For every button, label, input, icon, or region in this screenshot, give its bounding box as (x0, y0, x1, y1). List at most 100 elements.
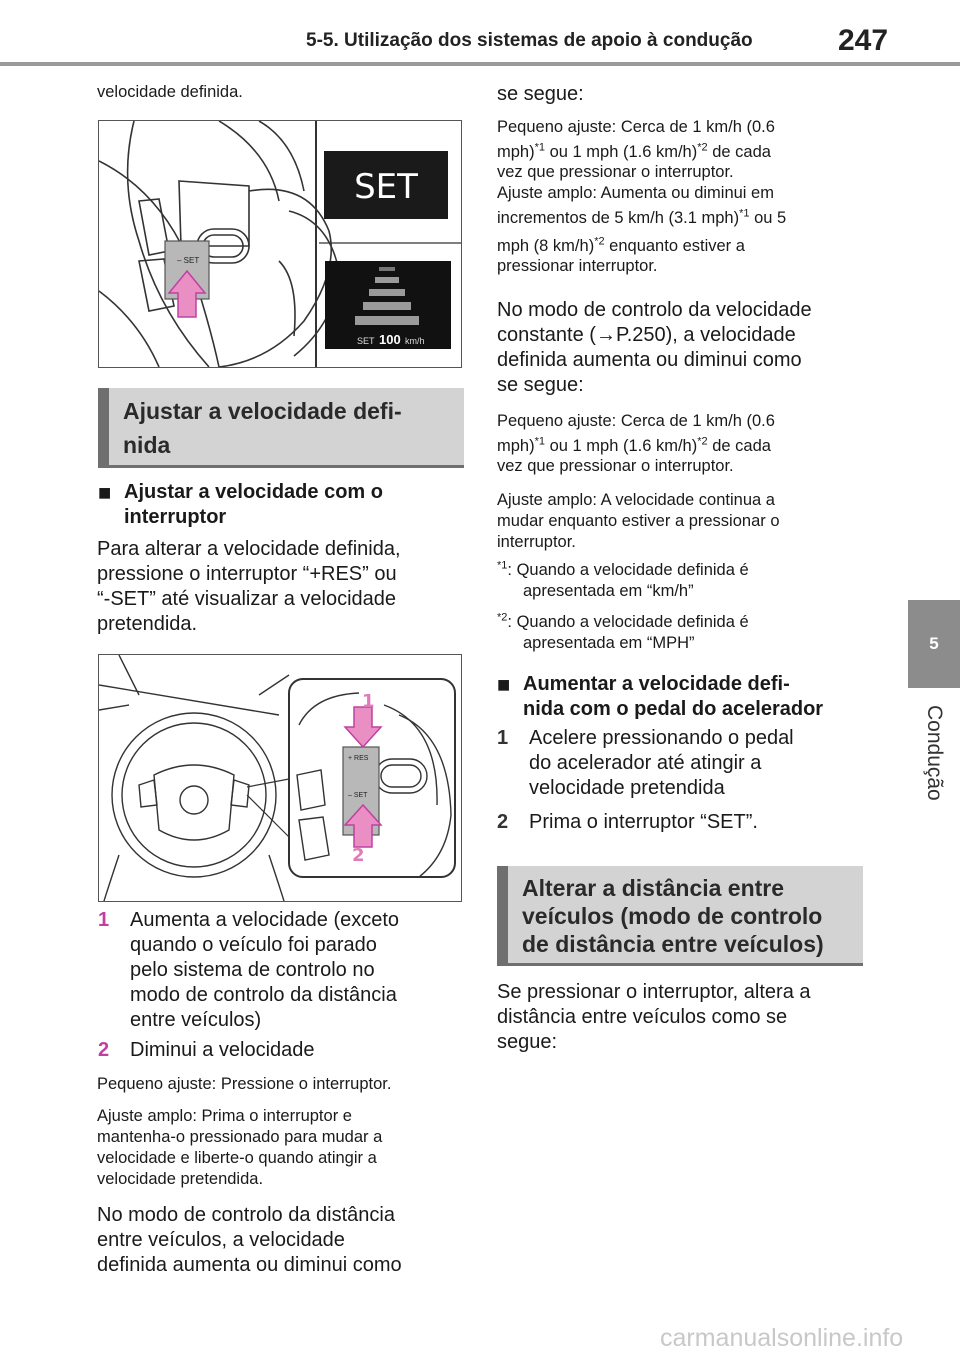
text-line: Ajuste amplo: A velocidade continua a (497, 491, 775, 509)
para-line: segue: (497, 1031, 558, 1053)
para-line: pressione o interruptor “+RES” ou (97, 563, 397, 585)
figure-steering-illustration: + RES – SET 1 2 (98, 654, 456, 902)
text-line: velocidade e liberte-o quando atingir a (97, 1149, 377, 1167)
subheading-line1: Ajustar a velocidade com o (124, 481, 383, 503)
paragraph-change-speed: Para alterar a velocidade definida, pres… (97, 537, 477, 637)
section-heading-adjust-speed: Ajustar a velocidade defi- nida (98, 388, 464, 468)
step-line: quando o veículo foi parado (130, 934, 377, 956)
para-line: “-SET” até visualizar a velocidade (97, 588, 397, 610)
speed-value: 100 (379, 332, 401, 347)
fine-adjust-block-1: Pequeno ajuste: Cerca de 1 km/h (0.6 mph… (497, 116, 877, 276)
footnote-mark: *2 (497, 611, 508, 624)
intro-text: velocidade definida. (97, 83, 243, 101)
step-line: pelo sistema de controlo no (130, 959, 375, 981)
text-line: interruptor. (497, 533, 576, 551)
large-adjust-block-2: Ajuste amplo: A velocidade continua a mu… (497, 490, 877, 553)
text-run: de cada (707, 437, 771, 455)
set-display (324, 151, 448, 219)
bullet-square-icon: ■ (497, 672, 511, 697)
text-line: velocidade pretendida. (97, 1170, 264, 1188)
callout-2: 2 (352, 845, 365, 866)
figure-res-set-switch: + RES – SET 1 2 (98, 654, 462, 902)
subheading-line2: nida com o pedal do acelerador (523, 698, 824, 720)
bullet-square-icon: ■ (98, 480, 112, 505)
continued-text: se segue: (497, 83, 584, 105)
para-line: Para alterar a velocidade definida, (97, 538, 401, 560)
text-line: vez que pressionar o interruptor. (497, 163, 734, 181)
footnote-1: *1: Quando a velocidade definida é apres… (497, 560, 877, 602)
text-line: mantenha-o pressionado para mudar a (97, 1128, 383, 1146)
text-run: de cada (707, 143, 771, 161)
text-line: Pequeno ajuste: Cerca de 1 km/h (0.6 (497, 412, 775, 430)
step-line: Diminui a velocidade (130, 1039, 315, 1061)
paragraph-distance-switch: Se pressionar o interruptor, altera a di… (497, 980, 877, 1055)
step-line: entre veículos) (130, 1009, 262, 1031)
text-run: mph (8 km/h) (497, 237, 595, 255)
fig2-set-label: – SET (348, 792, 368, 799)
text-line: incrementos de 5 km/h (3.1 mph)*1 ou 5 (497, 207, 877, 229)
footnote-ref: *1 (534, 435, 545, 448)
accel-step-2-number: 2 (497, 811, 509, 833)
text-line: pressionar interruptor. (497, 257, 658, 275)
fig2-res-label: + RES (348, 755, 369, 762)
figure-set-switch: – SET SET SET 100 km/h (98, 120, 462, 368)
paragraph-constant-mode: No modo de controlo da velocidade consta… (497, 298, 877, 398)
step-line: velocidade pretendida (529, 777, 725, 799)
text-line: mph)*1 ou 1 mph (1.6 km/h)*2 de cada (497, 141, 877, 163)
up-arrow-icon (167, 269, 207, 318)
footnote-ref: *2 (594, 235, 605, 248)
step-2-number: 2 (98, 1039, 110, 1061)
footnote-text: apresentada em “km/h” (523, 582, 694, 600)
down-arrow-icon (343, 706, 383, 749)
step-line: modo de controlo da distância (130, 984, 397, 1006)
text-line: mph (8 km/h)*2 enquanto estiver a (497, 235, 877, 257)
section-heading-line: Alterar a distância entre (522, 875, 785, 901)
text-run: incrementos de 5 km/h (3.1 mph) (497, 209, 740, 227)
text-line: Pequeno ajuste: Cerca de 1 km/h (0.6 (497, 118, 775, 136)
speed-prefix: SET (357, 336, 375, 346)
para-line: definida aumenta ou diminui como (497, 349, 802, 371)
speed-unit: km/h (405, 336, 425, 346)
text-run: enquanto estiver a (604, 237, 745, 255)
step-line: Prima o interruptor “SET”. (529, 811, 758, 833)
figure-set-illustration: – SET SET SET 100 km/h (98, 120, 461, 368)
subheading-accelerator: ■ Aumentar a velocidade defi- nida com o… (497, 672, 877, 722)
text-line: Ajuste amplo: Prima o interruptor e (97, 1107, 352, 1125)
running-header: 5-5. Utilização dos sistemas de apoio à … (306, 30, 753, 51)
step-1-number: 1 (98, 909, 110, 931)
step-2: 2 Diminui a velocidade (98, 1038, 478, 1063)
step-line: do acelerador até atingir a (529, 752, 762, 774)
section-heading-line1: Ajustar a velocidade defi- (123, 398, 402, 424)
up-arrow-icon (343, 803, 383, 848)
text-run: ou 5 (749, 209, 787, 227)
para-line: No modo de controlo da velocidade (497, 299, 812, 321)
set-display-label: SET (354, 167, 418, 207)
text-run: ou 1 mph (1.6 km/h) (545, 143, 698, 161)
footnote-ref: *2 (697, 435, 708, 448)
watermark: carmanualsonline.info (660, 1324, 904, 1352)
text-line: vez que pressionar o interruptor. (497, 457, 734, 475)
text-line: mudar enquanto estiver a pressionar o (497, 512, 780, 530)
distance-bars (355, 267, 419, 325)
text-run: ou 1 mph (1.6 km/h) (545, 437, 698, 455)
footnote-ref: *2 (697, 141, 708, 154)
footnote-text: : Quando a velocidade definida é (507, 613, 749, 631)
subheading-line1: Aumentar a velocidade defi- (523, 673, 790, 695)
footnote-text: : Quando a velocidade definida é (507, 561, 749, 579)
footnote-2: *2: Quando a velocidade definida é apres… (497, 612, 877, 654)
footnote-text: apresentada em “MPH” (523, 634, 695, 652)
chapter-label-text: Condução (923, 705, 946, 801)
subheading-adjust-with-switch: ■ Ajustar a velocidade com o interruptor (98, 480, 468, 530)
footnote-ref: *1 (534, 141, 545, 154)
section-heading-line: de distância entre veículos) (522, 931, 824, 957)
para-line: entre veículos, a velocidade (97, 1229, 345, 1251)
text-run: mph) (497, 143, 535, 161)
section-heading-line2: nida (123, 432, 171, 458)
para-line: pretendida. (97, 613, 198, 635)
para-line: Se pressionar o interruptor, altera a (497, 981, 811, 1003)
paragraph-distance-mode: No modo de controlo da distância entre v… (97, 1203, 477, 1278)
accel-step-1-number: 1 (497, 727, 509, 749)
step-line: Aumenta a velocidade (exceto (130, 909, 400, 931)
step-1: 1 Aumenta a velocidade (exceto quando o … (98, 908, 478, 1033)
accel-step-1: 1 Acelere pressionando o pedal do aceler… (497, 726, 877, 801)
